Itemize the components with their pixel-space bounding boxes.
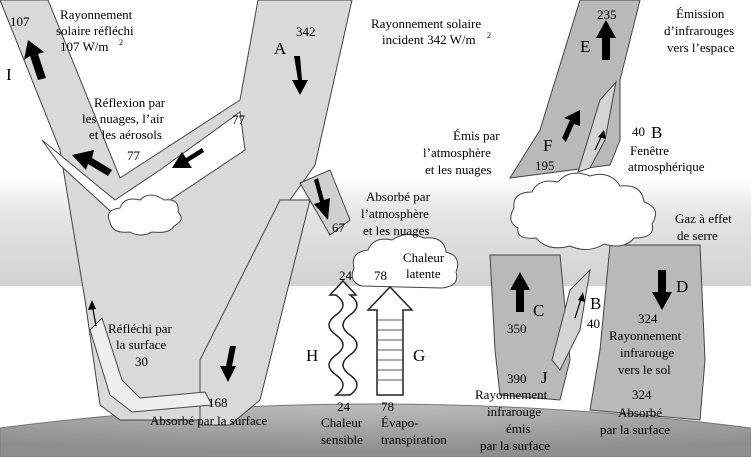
val-77-lower: 77 (127, 148, 141, 163)
surface-ir-band (489, 254, 571, 401)
incident-l1: Rayonnement solaire (371, 16, 481, 31)
val-324-top: 324 (638, 311, 658, 326)
val-67: 67 (332, 220, 346, 235)
arrow-reflected-surface-head (88, 300, 96, 310)
cloud-left (107, 194, 182, 236)
reflected-surface-loop (89, 317, 213, 413)
val-40-lower: 40 (587, 316, 600, 331)
arrow-incident-down (292, 56, 308, 95)
val-40-upper: 40 (632, 124, 645, 139)
arrow-D-down (652, 270, 672, 310)
abs-atm-l2: l’atmosphère (361, 206, 429, 221)
emission-l2: d’infrarouges (664, 23, 734, 38)
latent-l1: Chaleur (403, 250, 445, 265)
sensible-l1: Chaleur (321, 415, 363, 430)
val-168: 168 (208, 395, 228, 410)
val-350: 350 (507, 321, 527, 336)
arrow-absorbed-atm (314, 178, 330, 220)
latent-l2: latente (406, 266, 441, 281)
arrow-reflected-up (24, 40, 46, 80)
val-107: 107 (10, 14, 30, 29)
refl-clouds-l1: Réflexion par (94, 95, 166, 110)
sensible-heat-arrow (328, 279, 358, 396)
surf-ir-l3: émis (506, 421, 531, 436)
ghg-l1: Gaz à effet (675, 211, 732, 226)
emis-atm-l2: l’atmosphère (423, 145, 491, 160)
back-ir-l1: Rayonnement (609, 328, 682, 343)
arrow-cloud-reflect2 (172, 148, 204, 168)
val-342: 342 (296, 24, 316, 39)
sensible-l2: sensible (321, 432, 363, 447)
refl-surface-l1: Réfléchi par (108, 321, 173, 336)
val-235: 235 (597, 7, 617, 22)
window-lower-stripe (551, 268, 591, 371)
letter-f: F (543, 136, 552, 155)
cloud-latent (351, 234, 459, 289)
arrow-surface-down (220, 346, 236, 382)
evapo-l2: transpiration (381, 432, 447, 447)
val-78-top: 78 (374, 268, 387, 283)
arrow-F-up (562, 110, 580, 142)
window-l1: Fenêtre (630, 143, 669, 158)
val-24-top: 24 (339, 268, 353, 283)
cloud-right (510, 172, 657, 250)
abs-surface2-l2: par la surface (600, 422, 670, 437)
arrow-window-lower-head (578, 292, 585, 302)
val-390: 390 (507, 371, 527, 386)
incident-l2: incident 342 W/m (382, 32, 476, 47)
surf-ir-l2: infrarouge (487, 404, 541, 419)
back-ir-l3: vers le sol (618, 362, 671, 377)
emis-atm-l3: et les nuages (425, 162, 491, 177)
sup2-b: 2 (487, 31, 491, 40)
arrow-C-up (510, 272, 530, 312)
window-l2: atmosphérique (628, 159, 705, 174)
refl-surface-l2: la surface (116, 337, 166, 352)
abs-surface-label: Absorbé par la surface (150, 413, 268, 428)
abs-atm-l1: Absorbé par (366, 189, 431, 204)
surf-ir-l1: Rayonnement (475, 387, 548, 402)
arrow-emission-up (596, 20, 616, 60)
letter-i: I (6, 65, 12, 84)
arrow-cloud-reflect (72, 150, 112, 176)
letter-b-lower: B (590, 294, 601, 313)
abs-atm-l3: et les nuages (363, 223, 429, 238)
evapotranspiration-arrow (366, 285, 414, 396)
abs-surface2-l1: Absorbé (618, 405, 662, 420)
refl-clouds-l3: et les aérosols (89, 127, 162, 142)
reflected-solar-l1: Rayonnement (60, 7, 133, 22)
reflected-solar-l2: solaire réfléchi (56, 23, 134, 38)
val-195: 195 (535, 158, 555, 173)
ghg-l2: de serre (677, 228, 718, 243)
back-ir-l2: infrarouge (620, 345, 674, 360)
val-30: 30 (135, 354, 148, 369)
emission-l1: Émission (676, 6, 725, 21)
reflected-solar-l3: 107 W/m (60, 39, 109, 54)
letter-j: J (541, 368, 548, 387)
letter-c: C (533, 301, 544, 320)
sup2-a: 2 (119, 38, 123, 47)
letter-a: A (274, 39, 287, 58)
letter-g: G (413, 346, 425, 365)
emission-l3: vers l’espace (667, 40, 735, 55)
letter-b-upper: B (651, 123, 662, 142)
letter-e: E (580, 37, 590, 56)
emis-atm-l1: Émis par (453, 128, 500, 143)
letter-h: H (306, 346, 318, 365)
val-324-bottom: 324 (632, 387, 652, 402)
surf-ir-l4: par la surface (480, 438, 550, 453)
letter-d: D (676, 277, 688, 296)
back-ir-band (589, 244, 706, 421)
val-24-bottom: 24 (337, 399, 351, 414)
arrow-window-upper-head (598, 130, 606, 139)
val-78-bottom: 78 (381, 399, 394, 414)
refl-clouds-l2: les nuages, l’air (82, 111, 165, 126)
cloud-reflection-inner (41, 111, 246, 221)
evapo-l1: Évapo- (381, 415, 419, 430)
ir-emission-band (509, 0, 641, 179)
val-77-upper: 77 (232, 112, 246, 127)
window-stripe (577, 80, 617, 173)
